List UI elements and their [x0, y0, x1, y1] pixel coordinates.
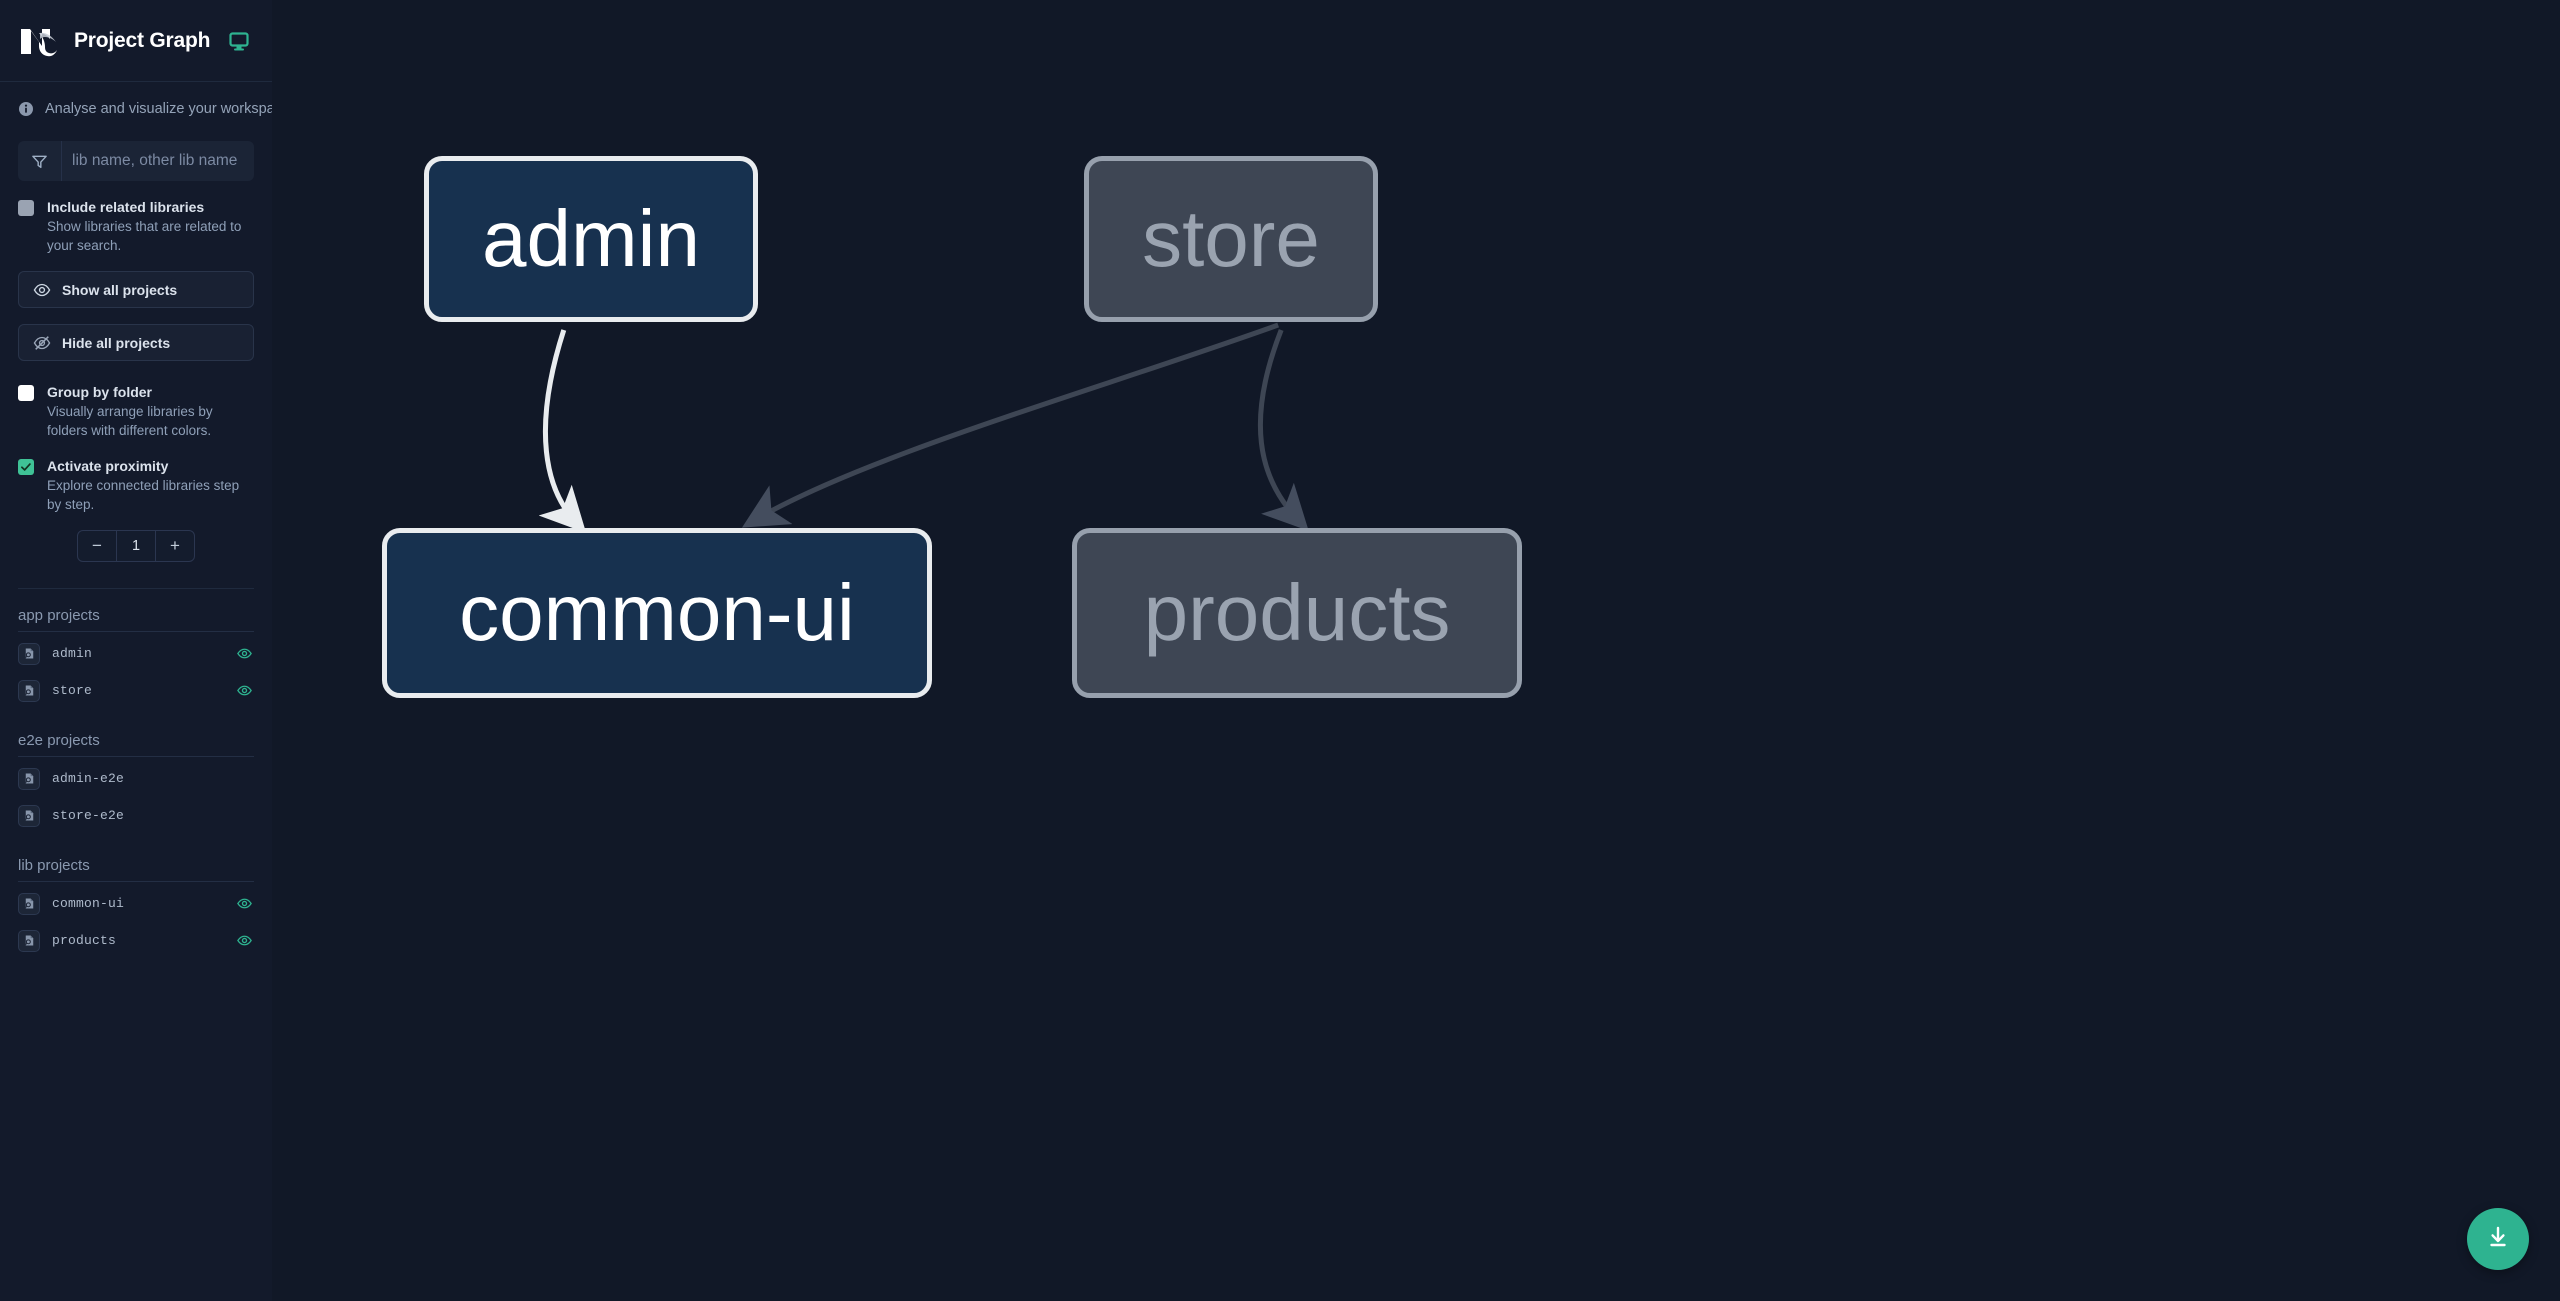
sidebar-header: Project Graph: [0, 0, 272, 82]
eye-icon: [33, 281, 51, 299]
sidebar: Project Graph Analyse and visualize your…: [0, 0, 272, 1301]
proximity-decrement-button[interactable]: −: [78, 531, 117, 562]
project-row-store[interactable]: store: [18, 675, 254, 706]
project-visibility-toggle-common-ui[interactable]: [234, 894, 254, 914]
project-row-common-ui[interactable]: common-ui: [18, 888, 254, 919]
proximity-stepper[interactable]: − 1 +: [77, 530, 195, 563]
graph-canvas[interactable]: admin store common-ui products: [272, 0, 2560, 1301]
graph-node-label-store: store: [1142, 194, 1320, 283]
project-name-products: products: [52, 933, 117, 949]
project-visibility-toggle-products[interactable]: [234, 931, 254, 951]
graph-node-admin[interactable]: admin: [424, 156, 758, 322]
proximity-value: 1: [117, 531, 156, 562]
project-visibility-toggle-store-e2e[interactable]: [234, 806, 254, 826]
download-button[interactable]: [2467, 1208, 2529, 1270]
project-row-admin-e2e[interactable]: admin-e2e: [18, 763, 254, 794]
sidebar-divider: [18, 588, 254, 590]
edge-store-to-products: [1257, 329, 1309, 531]
project-file-icon: [18, 892, 40, 915]
project-name-admin-e2e: admin-e2e: [52, 771, 125, 787]
download-icon: [2485, 1224, 2511, 1255]
option-desc-group-by-folder: Visually arrange libraries by folders wi…: [47, 404, 213, 438]
project-group-e2e: e2e projects admin-e2e: [18, 732, 254, 831]
option-label-include-related-libraries: Include related libraries: [47, 199, 205, 215]
hide-all-projects-button[interactable]: Hide all projects: [18, 324, 254, 362]
option-activate-proximity[interactable]: Activate proximity Explore connected lib…: [18, 457, 254, 514]
search-input[interactable]: [62, 141, 254, 181]
project-name-common-ui: common-ui: [52, 896, 125, 912]
option-desc-activate-proximity: Explore connected libraries step by step…: [47, 478, 240, 512]
graph-node-store[interactable]: store: [1084, 156, 1378, 322]
project-row-admin[interactable]: admin: [18, 638, 254, 669]
project-file-icon: [18, 767, 40, 790]
project-group-title-lib: lib projects: [18, 857, 254, 883]
project-name-store: store: [52, 683, 93, 699]
proximity-increment-button[interactable]: +: [170, 536, 180, 556]
search-bar[interactable]: [18, 141, 254, 181]
option-label-group-by-folder: Group by folder: [47, 384, 152, 401]
nx-logo-icon: [18, 22, 60, 60]
project-file-icon: [18, 642, 40, 665]
filter-icon[interactable]: [18, 141, 62, 181]
tagline-text: Analyse and visualize your workspace.: [45, 101, 272, 117]
checkbox-activate-proximity[interactable]: [18, 459, 34, 476]
graph-node-products[interactable]: products: [1072, 528, 1522, 698]
project-row-store-e2e[interactable]: store-e2e: [18, 800, 254, 831]
project-visibility-toggle-store[interactable]: [234, 681, 254, 701]
project-visibility-toggle-admin[interactable]: [234, 644, 254, 664]
sidebar-body: Include related libraries Show libraries…: [0, 117, 272, 1301]
hide-all-projects-label: Hide all projects: [62, 334, 171, 351]
checkbox-group-by-folder[interactable]: [18, 385, 34, 402]
project-name-store-e2e: store-e2e: [52, 808, 125, 824]
project-row-products[interactable]: products: [18, 925, 254, 956]
show-all-projects-button[interactable]: Show all projects: [18, 271, 254, 309]
graph-node-common-ui[interactable]: common-ui: [382, 528, 932, 698]
graph-node-label-common-ui: common-ui: [459, 568, 855, 657]
info-icon: [18, 101, 34, 117]
graph-edges: [538, 322, 1309, 533]
monitor-icon[interactable]: [228, 30, 250, 52]
page-title: Project Graph: [74, 28, 211, 52]
project-group-lib: lib projects common-ui: [18, 857, 254, 956]
graph-node-label-products: products: [1143, 568, 1451, 657]
option-group-by-folder[interactable]: Group by folder Visually arrange librari…: [18, 383, 254, 440]
checkbox-include-related-libraries[interactable]: [18, 200, 34, 216]
project-group-title-e2e: e2e projects: [18, 732, 254, 758]
show-all-projects-label: Show all projects: [62, 281, 178, 298]
tagline: Analyse and visualize your workspace.: [0, 82, 272, 117]
option-label-activate-proximity: Activate proximity: [47, 458, 169, 475]
option-desc-include-related-libraries: Show libraries that are related to your …: [47, 218, 242, 253]
edge-store-to-common-ui: [741, 322, 1280, 528]
project-visibility-toggle-admin-e2e[interactable]: [234, 769, 254, 789]
project-file-icon: [18, 929, 40, 952]
graph-node-label-admin: admin: [482, 194, 700, 283]
project-group-title-app: app projects: [18, 607, 254, 633]
project-name-admin: admin: [52, 646, 93, 662]
project-file-icon: [18, 679, 40, 702]
project-file-icon: [18, 804, 40, 827]
option-include-related-libraries[interactable]: Include related libraries Show libraries…: [18, 198, 254, 255]
eye-off-icon: [33, 334, 51, 352]
project-group-app: app projects admin: [18, 607, 254, 706]
edge-admin-to-common-ui: [538, 329, 587, 533]
